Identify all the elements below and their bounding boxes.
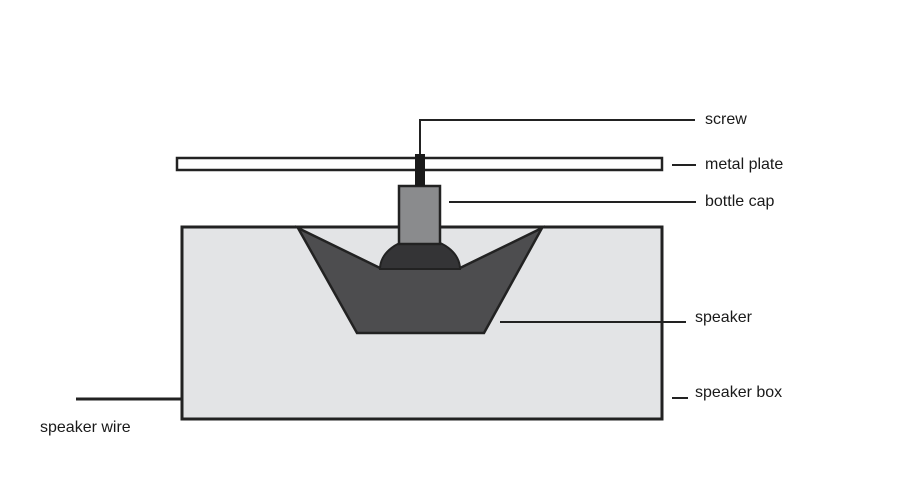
speaker-label: speaker	[695, 309, 752, 326]
screw-label: screw	[705, 111, 747, 128]
metal-plate-label: metal plate	[705, 156, 784, 173]
bottle-cap-label: bottle cap	[705, 193, 775, 210]
screw	[415, 154, 425, 186]
bottle-cap	[397, 184, 442, 246]
speaker-box-label: speaker box	[695, 384, 783, 401]
speaker-wire-label: speaker wire	[40, 419, 131, 436]
screw-leader	[419, 119, 695, 154]
